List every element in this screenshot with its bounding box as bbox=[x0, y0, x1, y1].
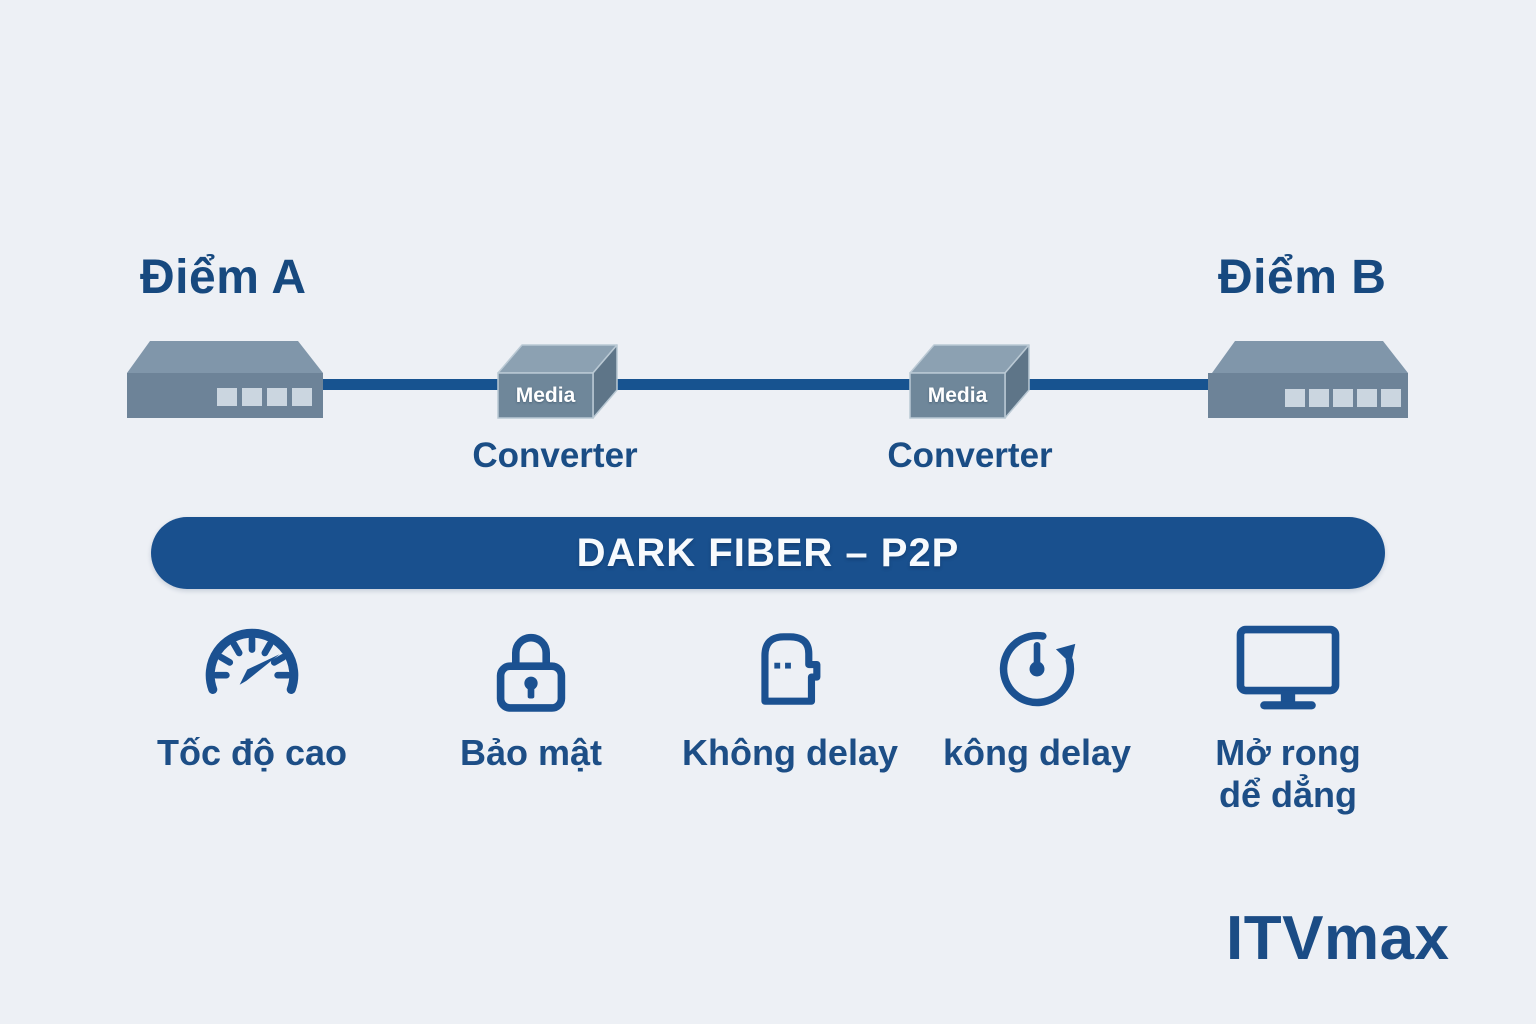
feature-easy-expand-label-line1: Mở rong bbox=[1215, 732, 1361, 773]
feature-high-speed: Tốc độ cao bbox=[132, 620, 372, 774]
monitor-icon bbox=[1236, 620, 1340, 718]
dark-fiber-banner: DARK FIBER – P2P bbox=[151, 517, 1385, 589]
device-a-top-face bbox=[127, 341, 323, 373]
fiber-link-line bbox=[316, 379, 1210, 390]
feature-no-delay-2-label: kông delay bbox=[942, 732, 1132, 773]
feature-security-label: Bảo mật bbox=[459, 732, 603, 773]
media-converter-2-box-label: Media bbox=[927, 384, 988, 407]
feature-easy-expand-label: Mở rong dể dẳng bbox=[1215, 732, 1361, 817]
arch-shape-icon bbox=[756, 620, 824, 718]
feature-easy-expand-label-line2: dể dẳng bbox=[1218, 774, 1357, 816]
network-device-b bbox=[1208, 341, 1408, 418]
endpoint-a-label: Điểm A bbox=[140, 251, 307, 304]
feature-no-delay-2: kông delay bbox=[917, 620, 1157, 774]
speedometer-icon bbox=[195, 620, 309, 718]
feature-security: Bảo mật bbox=[411, 620, 651, 774]
banner-title: DARK FIBER – P2P bbox=[576, 530, 960, 575]
feature-easy-expand: Mở rong dể dẳng bbox=[1168, 620, 1408, 817]
endpoint-b-label: Điểm B bbox=[1218, 251, 1387, 304]
device-b-ports bbox=[1285, 389, 1401, 407]
timer-icon bbox=[993, 620, 1081, 718]
feature-high-speed-label: Tốc độ cao bbox=[156, 732, 348, 773]
network-device-a bbox=[127, 341, 323, 418]
media-converter-1-label: Converter bbox=[472, 436, 638, 475]
device-a-ports bbox=[217, 388, 312, 406]
feature-no-delay-label: Không delay bbox=[681, 732, 899, 773]
media-converter-box-2 bbox=[909, 344, 1030, 419]
media-converter-2-label: Converter bbox=[887, 436, 1053, 475]
device-b-front-face bbox=[1208, 373, 1408, 418]
device-b-top-face bbox=[1212, 341, 1408, 373]
media-converter-box-1 bbox=[497, 344, 618, 419]
feature-no-delay: Không delay bbox=[670, 620, 910, 774]
media-converter-1-box-label: Media bbox=[515, 384, 576, 407]
lock-icon bbox=[493, 620, 569, 718]
brand-logo: ITVmax bbox=[1226, 904, 1450, 973]
